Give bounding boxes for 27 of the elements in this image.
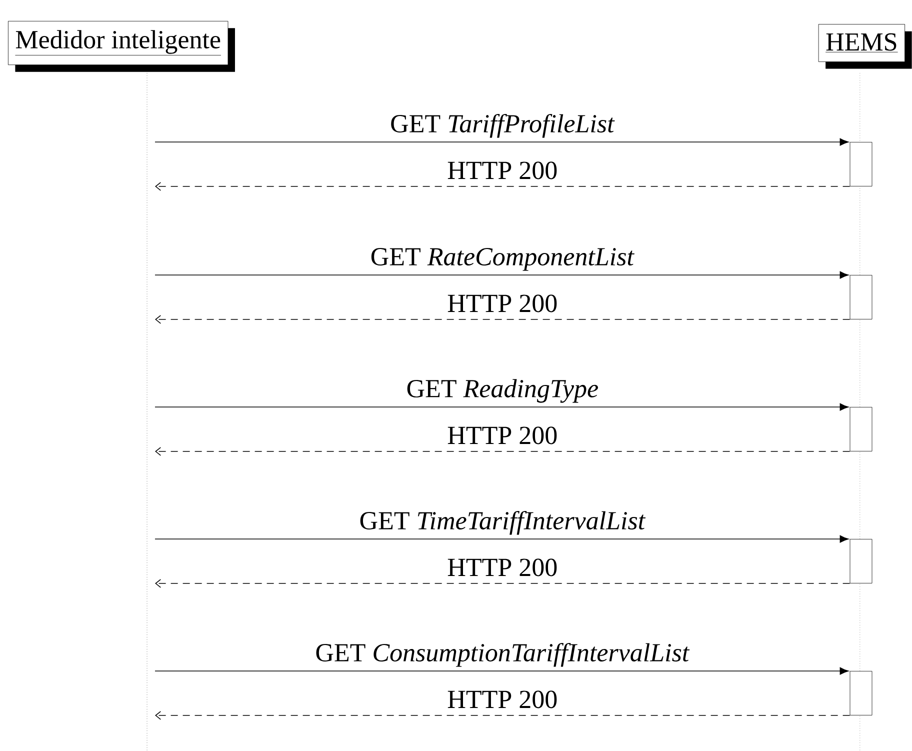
arrow [155,711,850,720]
edge-label: GET ConsumptionTariffIntervalList [316,642,690,667]
edge-label: GET ReadingType [407,379,598,403]
edge-label: HTTP 200 [448,558,557,576]
edge-label: GET TimeTariffIntervalList [360,510,646,535]
edge-label: HTTP 200 [448,294,557,312]
arrow [154,667,849,675]
activation-bar [850,539,872,584]
edge-label: HTTP 200 [448,690,557,708]
arrow [155,447,850,456]
edge-label: GET TariffProfileList [391,114,615,138]
arrow [155,315,850,324]
edge-label: HTTP 200 [448,426,557,444]
edge-label: HTTP 200 [448,162,557,180]
activation-bar [850,142,872,186]
participant-box: Medidor inteligente [8,20,235,72]
arrow [154,403,849,411]
activation-bar [850,671,872,716]
edge-label: GET RateComponentList [371,248,634,271]
arrow [155,182,850,191]
arrow [154,138,849,146]
activation-bar [850,275,872,320]
arrow [155,579,850,588]
arrow [154,535,849,543]
participant-box: HEMS [818,24,912,69]
activation-bar [850,407,872,452]
arrow [154,271,849,279]
